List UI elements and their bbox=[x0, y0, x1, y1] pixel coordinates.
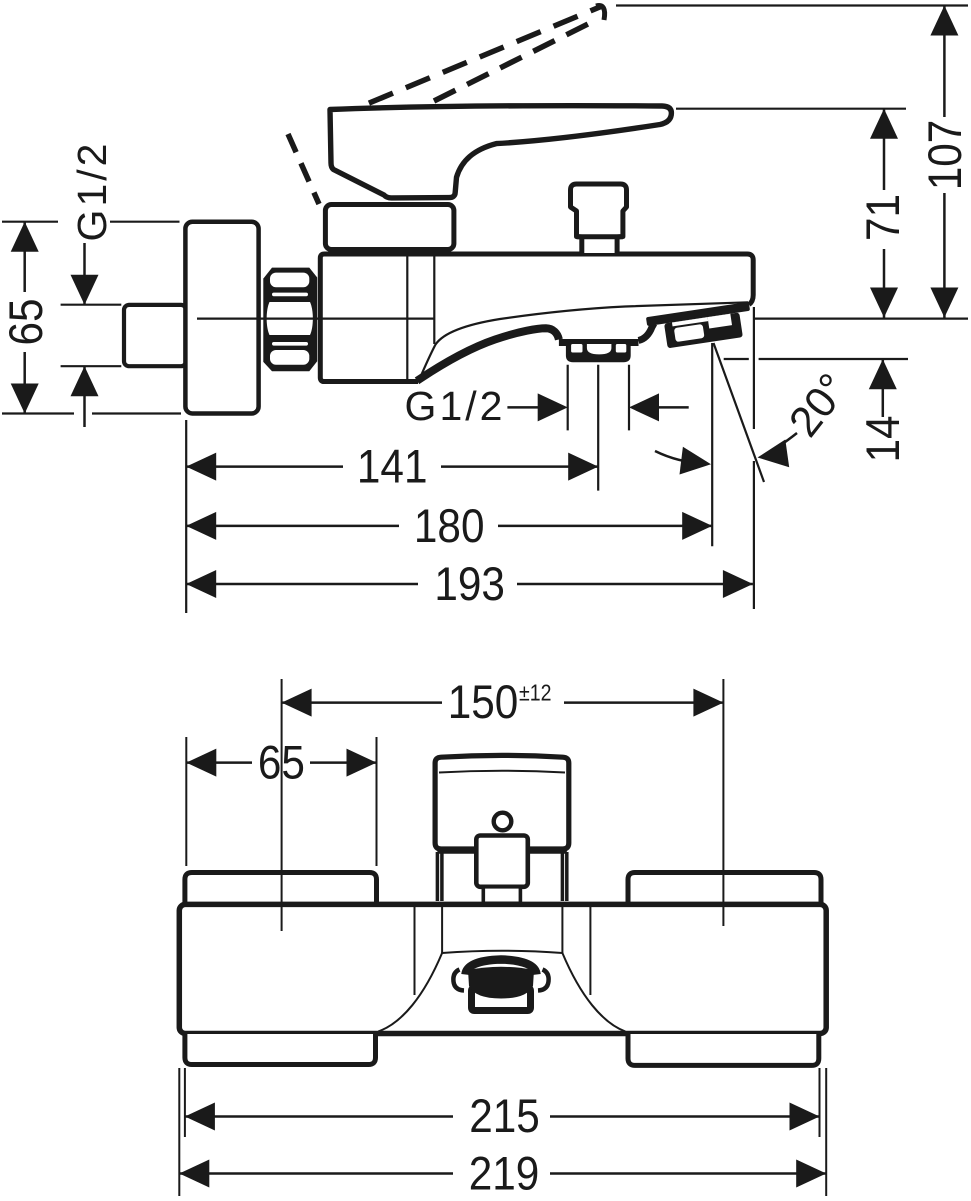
svg-text:14: 14 bbox=[858, 415, 910, 462]
svg-text:180: 180 bbox=[414, 501, 485, 553]
svg-text:71: 71 bbox=[858, 194, 910, 241]
svg-text:141: 141 bbox=[357, 442, 428, 494]
svg-text:±12: ±12 bbox=[519, 680, 551, 706]
svg-text:G1/2: G1/2 bbox=[405, 383, 506, 429]
svg-text:219: 219 bbox=[469, 1149, 540, 1201]
svg-text:150: 150 bbox=[448, 677, 519, 729]
svg-text:215: 215 bbox=[469, 1091, 540, 1143]
svg-text:193: 193 bbox=[434, 559, 505, 611]
svg-text:G1/2: G1/2 bbox=[69, 141, 115, 242]
svg-text:65: 65 bbox=[1, 298, 53, 345]
svg-text:107: 107 bbox=[920, 120, 971, 191]
svg-text:65: 65 bbox=[258, 738, 305, 790]
